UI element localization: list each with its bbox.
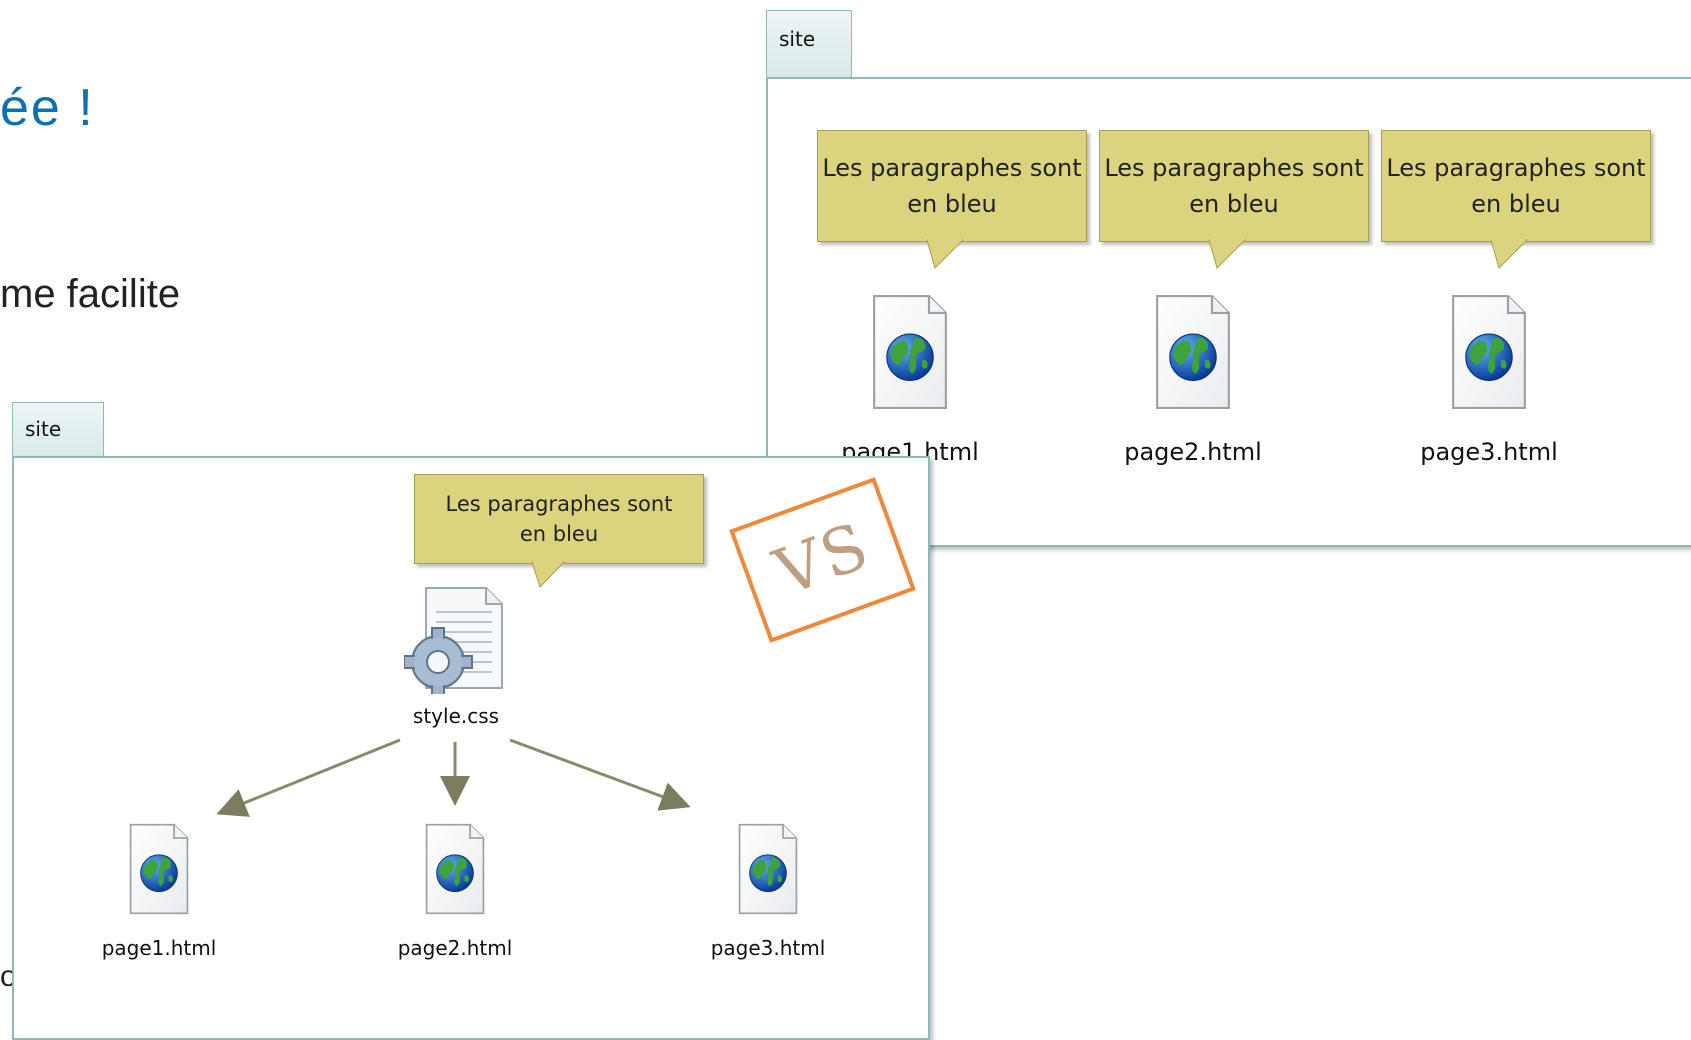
package-tab: site <box>766 10 852 79</box>
stylesheet-label: style.css <box>412 704 500 728</box>
package-label: site <box>25 417 62 441</box>
callout-tail <box>1209 238 1247 269</box>
arrow-to-page3 <box>509 738 691 811</box>
arrow-to-page1 <box>216 738 401 817</box>
callout-text-line2: en bleu <box>519 522 599 546</box>
callout-text-line2: en bleu <box>1471 190 1561 218</box>
file-label: page3.html <box>710 936 826 960</box>
slide-title-fragment: ée ! <box>0 79 95 137</box>
package-tab: site <box>12 402 104 459</box>
callout-text-line1: Les paragraphes sont <box>445 492 673 516</box>
file-label: page1.html <box>101 936 217 960</box>
callout-note: Les paragraphes sont en bleu <box>1099 130 1369 270</box>
dependency-arrows <box>216 738 691 817</box>
callout-tail <box>927 238 965 269</box>
css-gear-file-icon <box>404 587 503 694</box>
callout-text-line1: Les paragraphes sont <box>1104 154 1364 182</box>
callout-note: Les paragraphes sont en bleu <box>414 474 704 589</box>
callout-tail <box>532 560 566 588</box>
slide-text-fragment: me facilite <box>0 272 181 316</box>
vs-label: VS <box>765 509 880 611</box>
callout-text-line1: Les paragraphes sont <box>822 154 1082 182</box>
html-file-icon <box>123 823 195 915</box>
callout-text-line2: en bleu <box>1189 190 1279 218</box>
file-label: page2.html <box>397 936 513 960</box>
callout-tail <box>1491 238 1529 269</box>
callout-text-line1: Les paragraphes sont <box>1386 154 1646 182</box>
callout-note: Les paragraphes sont en bleu <box>817 130 1087 270</box>
file-label: page3.html <box>1420 438 1558 466</box>
callout-note: Les paragraphes sont en bleu <box>1381 130 1651 270</box>
callout-text-line2: en bleu <box>907 190 997 218</box>
file-label: page2.html <box>1124 438 1262 466</box>
html-file-icon <box>732 823 804 915</box>
html-file-icon <box>419 823 491 915</box>
package-label: site <box>779 27 816 51</box>
